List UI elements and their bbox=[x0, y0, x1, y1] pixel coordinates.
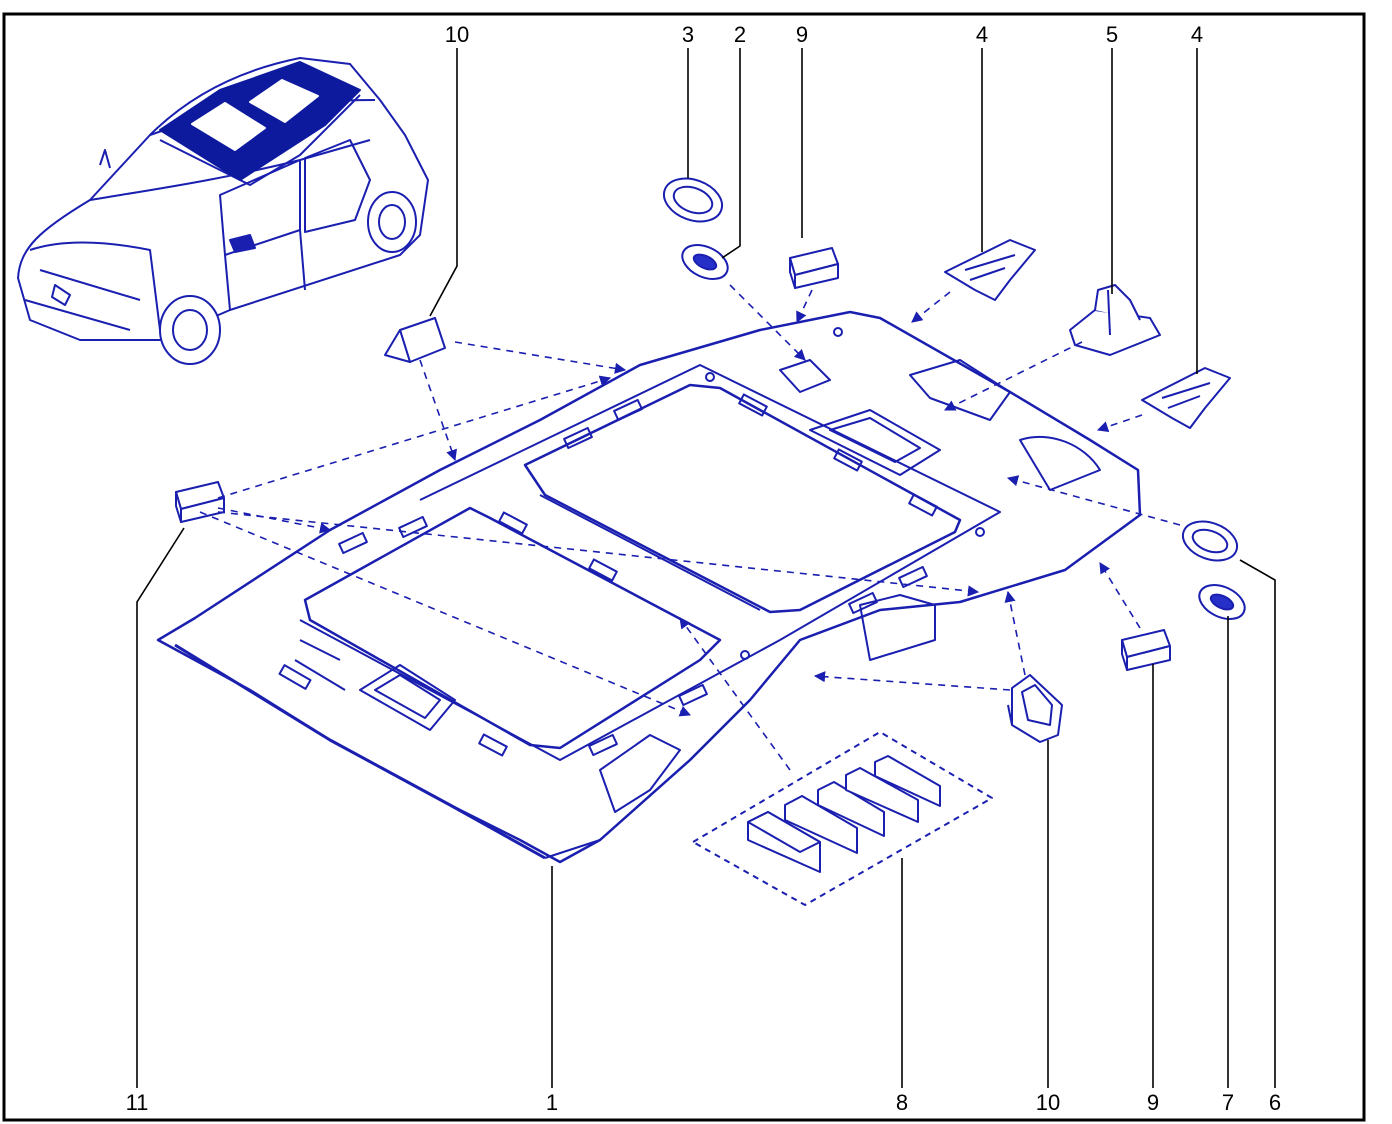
car-rear-wheel bbox=[367, 191, 417, 253]
callout-11: 11 bbox=[125, 1090, 149, 1115]
part-8-foam-strips bbox=[692, 731, 993, 906]
callout-10-bottom: 10 bbox=[1035, 1090, 1061, 1115]
part-9-block-top bbox=[789, 247, 839, 289]
leader-lines bbox=[136, 48, 1276, 1088]
callout-1: 1 bbox=[545, 1090, 559, 1115]
part-9-block-right bbox=[1121, 629, 1171, 671]
part-3-grommet bbox=[662, 177, 724, 223]
callout-5: 5 bbox=[1105, 22, 1119, 47]
callout-8: 8 bbox=[895, 1090, 909, 1115]
callout-10-top: 10 bbox=[444, 22, 470, 47]
part-2-clip bbox=[681, 244, 729, 280]
front-sunroof-opening bbox=[303, 506, 722, 750]
part-5-connector bbox=[1069, 284, 1161, 356]
part-10-lamp-bezel bbox=[1007, 674, 1063, 743]
callout-7: 7 bbox=[1221, 1090, 1235, 1115]
callout-2: 2 bbox=[733, 22, 747, 47]
callout-6: 6 bbox=[1268, 1090, 1282, 1115]
callout-9-bottom: 9 bbox=[1146, 1090, 1160, 1115]
car-front-wheel bbox=[159, 295, 221, 365]
assembly-lines bbox=[199, 284, 1181, 771]
part-10-clip-upper bbox=[384, 317, 446, 363]
part-4-rail-clip-lower bbox=[1141, 367, 1231, 429]
part-4-rail-clip-upper bbox=[944, 239, 1036, 301]
rear-sunroof-opening bbox=[523, 383, 962, 614]
part-11-block bbox=[175, 481, 225, 523]
part-7-clip bbox=[1198, 584, 1246, 620]
headlining-panel bbox=[156, 310, 1142, 864]
part-6-grommet bbox=[1181, 520, 1239, 562]
diagram-frame bbox=[2, 12, 1366, 1122]
callout-4-left: 4 bbox=[975, 22, 989, 47]
car-illustration bbox=[17, 57, 429, 365]
callout-3: 3 bbox=[681, 22, 695, 47]
callout-9-top: 9 bbox=[795, 22, 809, 47]
callout-4-right: 4 bbox=[1190, 22, 1204, 47]
